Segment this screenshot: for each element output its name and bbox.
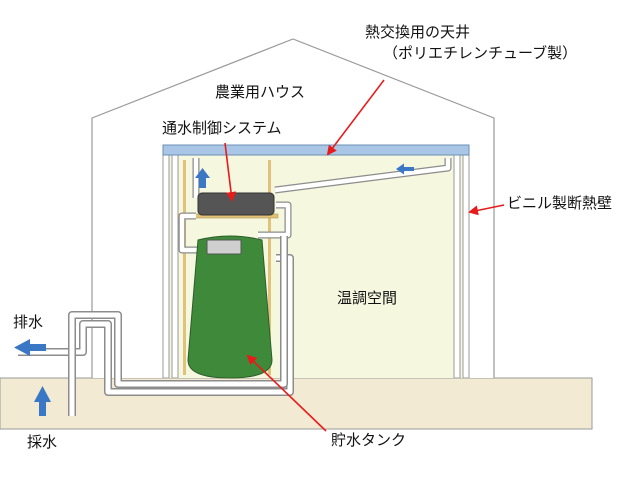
pointer-tank-arrow — [246, 354, 327, 432]
tank-cap — [206, 239, 242, 255]
pointer-wall-arrow — [468, 204, 505, 216]
pipe-intake-core — [69, 236, 287, 416]
insulated-wall-label: ビニル製断熱壁 — [507, 194, 613, 212]
house-label: 農業用ハウス — [215, 83, 306, 101]
flow-arrow-up-intake-icon — [34, 386, 51, 416]
frame-post-left — [183, 160, 186, 375]
water-tank-label: 貯水タンク — [331, 431, 407, 449]
insulated-wall-left-inner — [171, 154, 179, 379]
frame-post-right — [268, 160, 271, 375]
ground — [0, 377, 593, 430]
control-device — [197, 192, 275, 216]
pipe-tank-drain-core — [18, 255, 293, 395]
ceiling-tube — [162, 144, 470, 156]
intake-label: 採水 — [27, 433, 58, 451]
pipe-control-to-tank-right-core — [258, 202, 291, 238]
insulated-wall-right-outer — [462, 154, 470, 379]
insulated-wall-right-inner — [453, 154, 461, 379]
control-system-label: 通水制御システム — [162, 119, 282, 137]
pointer-ceiling-arrow — [326, 79, 385, 156]
drain-label: 排水 — [13, 313, 44, 331]
climate-space-label: 温調空間 — [337, 289, 398, 307]
water-tank — [187, 235, 273, 379]
flow-arrow-left-drain-icon — [14, 339, 46, 356]
ceiling-label-line1: 熱交換用の天井 — [365, 23, 471, 41]
insulated-wall-left-outer — [162, 154, 170, 379]
pipe-control-to-tank-left-core — [179, 213, 198, 253]
supply-pipe-slanted-core — [274, 158, 451, 193]
ceiling-label-line2: （ポリエチレンチューブ製） — [383, 44, 578, 62]
pointer-control-arrow — [224, 142, 236, 202]
flow-arrow-up-riser-icon — [195, 168, 210, 188]
flow-arrow-left-ceiling-icon — [396, 163, 414, 175]
